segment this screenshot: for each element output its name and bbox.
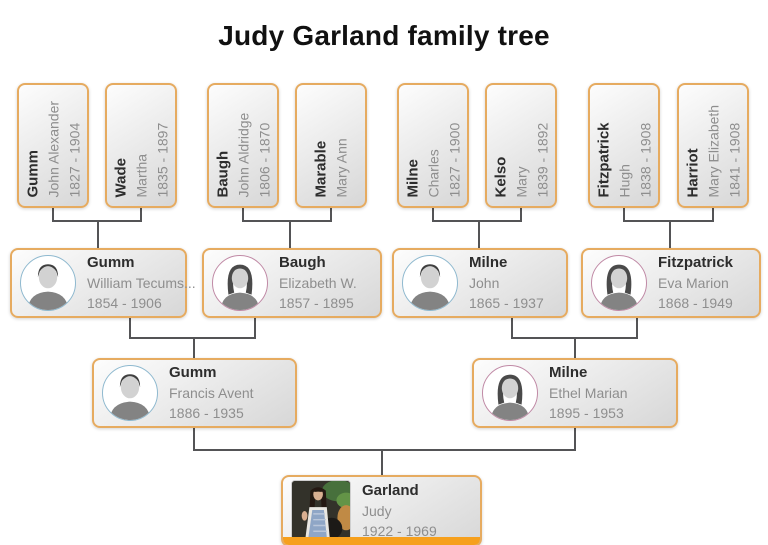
connector-couple-gumm-wade <box>52 208 142 248</box>
person-card-gumm-francis[interactable]: Gumm Francis Avent 1886 - 1935 <box>92 358 297 428</box>
person-dates: 1922 - 1969 <box>362 523 437 539</box>
person-given-name: Charles <box>425 149 441 198</box>
person-dates: 1841 - 1908 <box>726 122 742 198</box>
person-card-milne-charles[interactable]: Milne Charles 1827 - 1900 <box>397 83 469 208</box>
male-avatar-icon <box>402 255 458 311</box>
connector-couple-fitzpatrick-harriot <box>623 208 714 248</box>
person-given-name: Mary <box>513 166 529 198</box>
person-card-milne-john[interactable]: Milne John 1865 - 1937 <box>392 248 568 318</box>
person-given-name: Martha <box>133 153 149 198</box>
person-dates: 1827 - 1904 <box>66 122 82 198</box>
person-card-text: Fitzpatrick Hugh 1838 - 1908 <box>591 85 659 206</box>
person-card-text: Gumm John Alexander 1827 - 1904 <box>20 85 88 206</box>
person-card-fitzpatrick-eva[interactable]: Fitzpatrick Eva Marion 1868 - 1949 <box>581 248 761 318</box>
person-surname: Milne <box>469 254 508 271</box>
person-card-text: Milne John 1865 - 1937 <box>469 253 544 313</box>
person-dates: 1886 - 1935 <box>169 405 244 421</box>
connector-couple-gumm-milne <box>193 428 576 475</box>
person-given-name: John Aldridge <box>235 112 251 198</box>
person-dates: 1839 - 1892 <box>534 122 550 198</box>
connector-couple-milne-kelso <box>432 208 522 248</box>
person-card-milne-ethel[interactable]: Milne Ethel Marian 1895 - 1953 <box>472 358 678 428</box>
person-surname: Baugh <box>279 254 326 271</box>
connector-couple-baugh-marable <box>242 208 332 248</box>
female-avatar-icon <box>212 255 268 311</box>
person-surname: Milne <box>549 364 588 381</box>
person-dates: 1857 - 1895 <box>279 295 354 311</box>
person-card-text: Milne Charles 1827 - 1900 <box>400 85 468 206</box>
male-avatar-icon <box>20 255 76 311</box>
male-avatar-icon <box>102 365 158 421</box>
person-dates: 1868 - 1949 <box>658 295 733 311</box>
female-avatar-icon <box>482 365 538 421</box>
person-surname: Gumm <box>169 364 217 381</box>
person-dates: 1806 - 1870 <box>256 122 272 198</box>
person-surname: Garland <box>362 482 419 499</box>
person-given-name: Eva Marion <box>658 275 729 291</box>
person-card-text: Baugh Elizabeth W. 1857 - 1895 <box>279 253 357 313</box>
person-given-name: Mary Elizabeth <box>705 104 721 198</box>
person-surname: Gumm <box>87 254 135 271</box>
person-given-name: John <box>469 275 500 291</box>
person-surname: Marable <box>312 140 330 198</box>
person-given-name: Mary Ann <box>333 138 350 198</box>
person-surname: Gumm <box>24 149 41 198</box>
person-card-wade-martha[interactable]: Wade Martha 1835 - 1897 <box>105 83 177 208</box>
female-avatar-icon <box>591 255 647 311</box>
person-dates: 1835 - 1897 <box>154 122 170 198</box>
person-card-fitzpatrick-hugh[interactable]: Fitzpatrick Hugh 1838 - 1908 <box>588 83 660 208</box>
person-card-text: Marable Mary Ann <box>298 85 366 206</box>
person-dates: 1865 - 1937 <box>469 295 544 311</box>
person-given-name: William Tecums... <box>87 275 196 291</box>
person-dates: 1827 - 1900 <box>446 122 462 198</box>
person-card-text: Garland Judy 1922 - 1969 <box>362 481 437 541</box>
person-card-baugh-elizabeth[interactable]: Baugh Elizabeth W. 1857 - 1895 <box>202 248 382 318</box>
person-card-gumm-john-alexander[interactable]: Gumm John Alexander 1827 - 1904 <box>17 83 89 208</box>
person-surname: Baugh <box>214 150 231 198</box>
person-card-text: Baugh John Aldridge 1806 - 1870 <box>210 85 278 206</box>
person-surname: Fitzpatrick <box>595 122 612 198</box>
person-given-name: Elizabeth W. <box>279 275 357 291</box>
person-given-name: John Alexander <box>45 100 61 198</box>
page-title: Judy Garland family tree <box>218 20 550 51</box>
person-card-baugh-john-aldridge[interactable]: Baugh John Aldridge 1806 - 1870 <box>207 83 279 208</box>
selected-indicator-bar <box>283 537 480 545</box>
person-dates: 1854 - 1906 <box>87 295 162 311</box>
person-card-gumm-william[interactable]: Gumm William Tecums... 1854 - 1906 <box>10 248 196 318</box>
connector-couple-milne-fitzpatrick <box>511 318 638 358</box>
person-card-kelso-mary[interactable]: Kelso Mary 1839 - 1892 <box>485 83 557 208</box>
person-given-name: Hugh <box>616 164 632 198</box>
person-card-text: Wade Martha 1835 - 1897 <box>108 85 176 206</box>
person-given-name: Ethel Marian <box>549 385 628 401</box>
person-card-text: Kelso Mary 1839 - 1892 <box>488 85 556 206</box>
person-given-name: Judy <box>362 503 392 519</box>
person-card-text: Milne Ethel Marian 1895 - 1953 <box>549 363 628 423</box>
person-given-name: Francis Avent <box>169 385 254 401</box>
person-card-text: Gumm Francis Avent 1886 - 1935 <box>169 363 254 423</box>
person-dates: 1838 - 1908 <box>637 122 653 198</box>
person-surname: Fitzpatrick <box>658 254 734 271</box>
person-surname: Harriot <box>684 148 701 198</box>
person-surname: Kelso <box>492 156 509 198</box>
person-card-text: Gumm William Tecums... 1854 - 1906 <box>87 253 196 313</box>
person-surname: Milne <box>404 159 421 198</box>
person-card-garland-judy[interactable]: Garland Judy 1922 - 1969 <box>281 475 482 545</box>
person-surname: Wade <box>112 158 129 198</box>
person-dates: 1895 - 1953 <box>549 405 624 421</box>
person-card-harriot-mary-elizabeth[interactable]: Harriot Mary Elizabeth 1841 - 1908 <box>677 83 749 208</box>
person-card-text: Harriot Mary Elizabeth 1841 - 1908 <box>680 85 748 206</box>
judy-garland-photo <box>291 480 351 540</box>
connector-couple-gumm-baugh <box>129 318 256 358</box>
person-card-marable-mary-ann[interactable]: Marable Mary Ann <box>295 83 367 208</box>
person-card-text: Fitzpatrick Eva Marion 1868 - 1949 <box>658 253 733 313</box>
